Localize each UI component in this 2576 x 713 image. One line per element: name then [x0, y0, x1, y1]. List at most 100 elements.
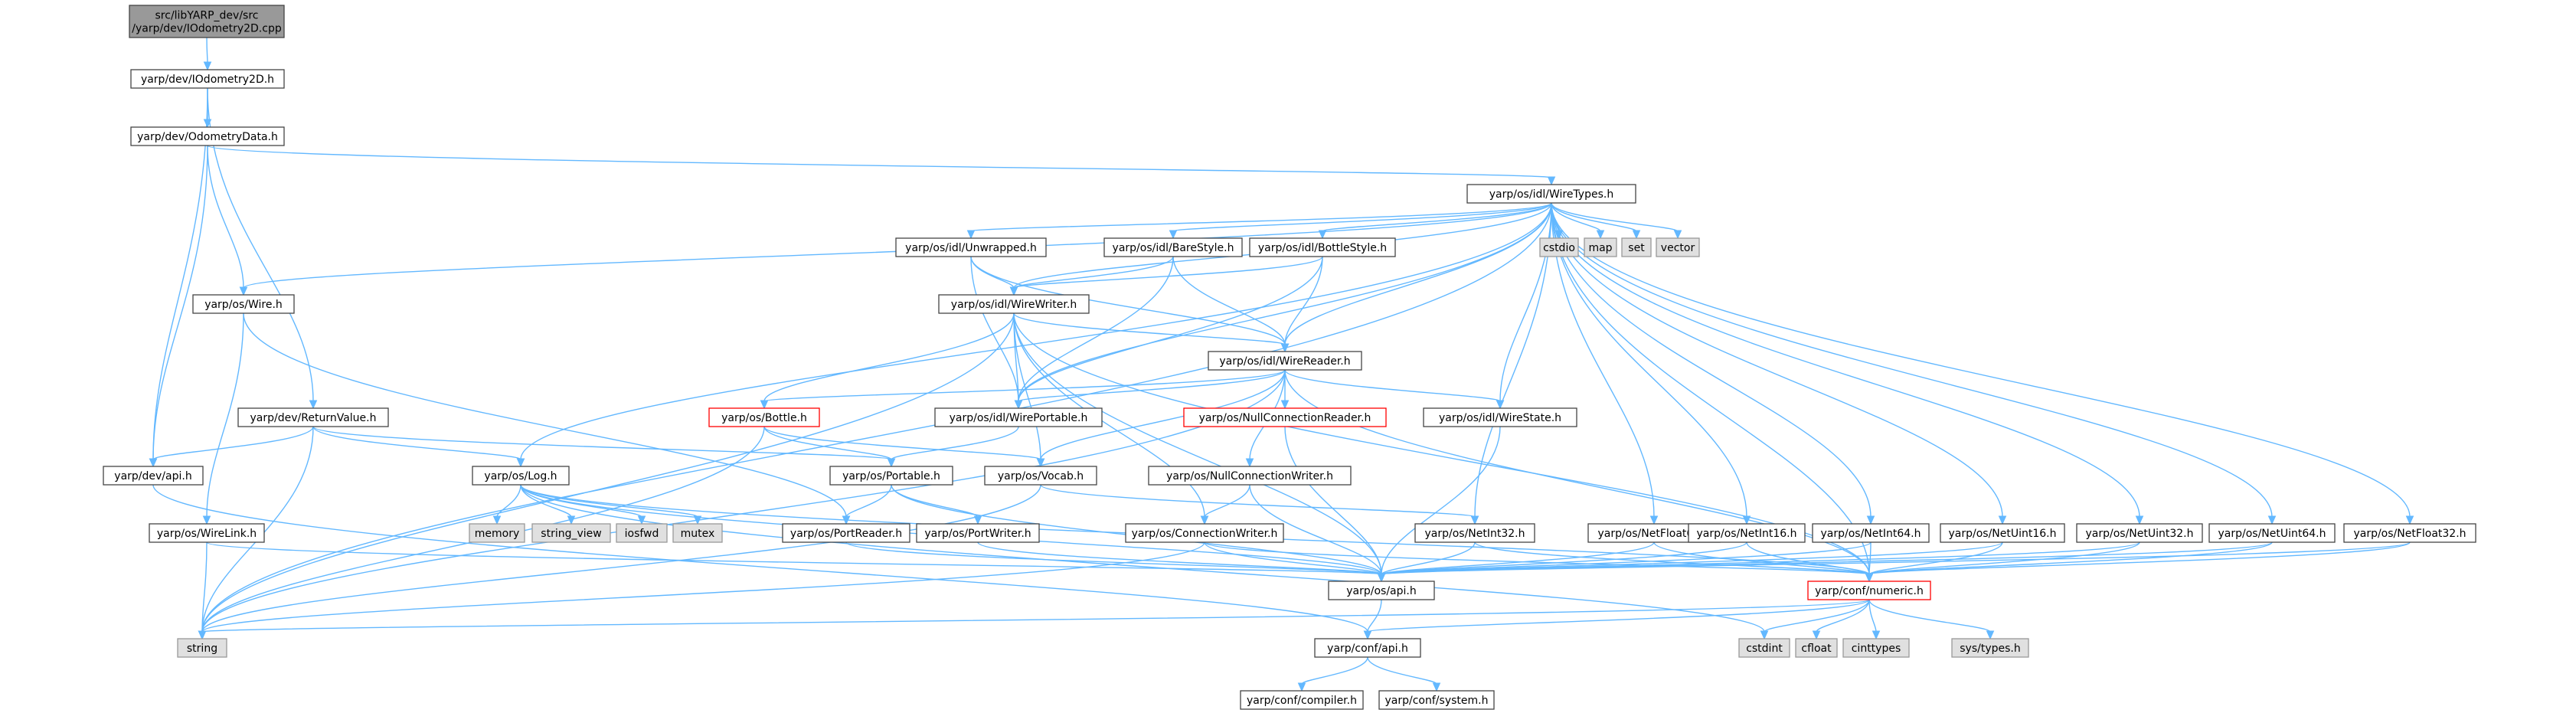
node-cinttypes-label: cinttypes [1852, 643, 1901, 655]
node-wire[interactable]: yarp/os/Wire.h [192, 294, 295, 314]
node-portreader[interactable]: yarp/os/PortReader.h [782, 523, 910, 543]
node-netfloat32[interactable]: yarp/os/NetFloat32.h [2343, 523, 2476, 543]
node-numeric[interactable]: yarp/conf/numeric.h [1807, 581, 1931, 600]
node-portwriter[interactable]: yarp/os/PortWriter.h [916, 523, 1040, 543]
edge-log-to-mutex [520, 484, 702, 525]
node-string_view-label: string_view [541, 528, 601, 540]
node-set-box [1621, 237, 1652, 257]
node-wiretypes[interactable]: yarp/os/idl/WireTypes.h [1466, 184, 1636, 204]
node-cfloat-label: cfloat [1801, 643, 1832, 655]
node-nullconnwriter-box [1148, 466, 1352, 486]
node-confapi-label: yarp/conf/api.h [1327, 643, 1408, 655]
node-system-label: yarp/conf/system.h [1385, 695, 1489, 707]
edge-confapi-to-compiler [1297, 656, 1368, 692]
node-netuint32-label: yarp/os/NetUint32.h [2085, 528, 2193, 540]
node-barestyle[interactable]: yarp/os/idl/BareStyle.h [1103, 237, 1243, 257]
edge-log-to-memory [492, 484, 521, 525]
node-portreader-box [782, 523, 910, 543]
edge-wiretypes-to-unwrapped [966, 202, 1552, 240]
node-portable[interactable]: yarp/os/Portable.h [829, 466, 953, 486]
node-iosfwd-label: iosfwd [625, 528, 659, 540]
node-portwriter-box [916, 523, 1040, 543]
node-cstdio-label: cstdio [1543, 242, 1575, 254]
node-portreader-label: yarp/os/PortReader.h [790, 528, 902, 540]
node-wirewriter[interactable]: yarp/os/idl/WireWriter.h [938, 294, 1090, 314]
edge-wiretypes-to-bottlestyle [1318, 202, 1552, 240]
node-wirelink-label: yarp/os/WireLink.h [157, 528, 257, 540]
edge-wiretypes-to-vector [1551, 202, 1682, 240]
node-unwrapped[interactable]: yarp/os/idl/Unwrapped.h [895, 237, 1047, 257]
node-wirelink[interactable]: yarp/os/WireLink.h [149, 523, 265, 543]
edge-numeric-to-cfloat [1812, 599, 1870, 640]
edge-returnvalue-to-log [312, 426, 525, 468]
node-set: set [1621, 237, 1652, 257]
edge-barestyle-to-wirereader [1172, 256, 1290, 353]
node-wireportable[interactable]: yarp/os/idl/WirePortable.h [934, 407, 1103, 427]
node-netint64[interactable]: yarp/os/NetInt64.h [1812, 523, 1930, 543]
node-vocab-label: yarp/os/Vocab.h [998, 470, 1084, 482]
node-connwriter-box [1125, 523, 1284, 543]
node-wire-label: yarp/os/Wire.h [204, 299, 283, 311]
edge-nullconnreader-to-osapi [1284, 426, 1386, 583]
node-wirestate-box [1423, 407, 1577, 427]
node-root[interactable]: src/libYARP_dev/src/yarp/dev/IOdometry2D… [129, 5, 285, 38]
edge-wireportable-to-portable [887, 426, 1019, 468]
node-bottle-label: yarp/os/Bottle.h [721, 412, 807, 424]
node-odometrydata[interactable]: yarp/dev/OdometryData.h [130, 126, 285, 146]
node-wirestate[interactable]: yarp/os/idl/WireState.h [1423, 407, 1577, 427]
node-compiler[interactable]: yarp/conf/compiler.h [1240, 690, 1364, 710]
node-vocab[interactable]: yarp/os/Vocab.h [984, 466, 1097, 486]
node-wirestate-label: yarp/os/idl/WireState.h [1439, 412, 1561, 424]
node-wireportable-label: yarp/os/idl/WirePortable.h [950, 412, 1088, 424]
node-compiler-box [1240, 690, 1364, 710]
node-netint32[interactable]: yarp/os/NetInt32.h [1414, 523, 1535, 543]
node-log-box [472, 466, 570, 486]
node-string-label: string [187, 643, 217, 655]
edge-portable-to-portwriter [891, 484, 982, 525]
node-devapi[interactable]: yarp/dev/api.h [103, 466, 204, 486]
node-osapi[interactable]: yarp/os/api.h [1328, 581, 1435, 600]
node-netuint64-label: yarp/os/NetUint64.h [2218, 528, 2326, 540]
node-bottlestyle[interactable]: yarp/os/idl/BottleStyle.h [1249, 237, 1396, 257]
node-systypes: sys/types.h [1951, 638, 2029, 658]
node-odometrydata-box [130, 126, 285, 146]
node-iodometry2d[interactable]: yarp/dev/IOdometry2D.h [130, 69, 285, 89]
edge-wiretypes-to-netfloat64 [1551, 202, 1659, 525]
node-nullconnwriter[interactable]: yarp/os/NullConnectionWriter.h [1148, 466, 1352, 486]
node-map-label: map [1588, 242, 1612, 254]
node-netint16-box [1688, 523, 1806, 543]
edge-wiretypes-to-netfloat32 [1551, 202, 2414, 525]
node-returnvalue[interactable]: yarp/dev/ReturnValue.h [237, 407, 389, 427]
node-wirereader-label: yarp/os/idl/WireReader.h [1219, 355, 1350, 368]
edge-nullconnwriter-to-connwriter [1200, 484, 1250, 525]
node-portable-box [829, 466, 953, 486]
edge-wiretypes-to-barestyle [1169, 202, 1552, 240]
node-wirereader[interactable]: yarp/os/idl/WireReader.h [1208, 351, 1362, 371]
node-cfloat: cfloat [1795, 638, 1838, 658]
node-nullconnreader[interactable]: yarp/os/NullConnectionReader.h [1183, 407, 1387, 427]
node-log[interactable]: yarp/os/Log.h [472, 466, 570, 486]
edge-wiretypes-to-netuint64 [1551, 202, 2277, 525]
node-root-box [129, 5, 285, 38]
node-unwrapped-box [895, 237, 1047, 257]
node-netint16[interactable]: yarp/os/NetInt16.h [1688, 523, 1806, 543]
node-bottle[interactable]: yarp/os/Bottle.h [708, 407, 820, 427]
edge-wire-to-wirelink [202, 312, 244, 525]
node-cinttypes-box [1842, 638, 1910, 658]
node-netuint32[interactable]: yarp/os/NetUint32.h [2076, 523, 2203, 543]
node-iodometry2d-label: yarp/dev/IOdometry2D.h [141, 74, 274, 86]
node-confapi[interactable]: yarp/conf/api.h [1314, 638, 1421, 658]
node-netuint64-box [2208, 523, 2336, 543]
node-bottlestyle-label: yarp/os/idl/BottleStyle.h [1258, 242, 1387, 254]
edge-numeric-to-cstdint [1760, 599, 1870, 640]
node-layer: src/libYARP_dev/src/yarp/dev/IOdometry2D… [103, 5, 2476, 710]
node-netuint32-box [2076, 523, 2203, 543]
node-barestyle-box [1103, 237, 1243, 257]
node-netuint16[interactable]: yarp/os/NetUint16.h [1940, 523, 2065, 543]
node-system[interactable]: yarp/conf/system.h [1378, 690, 1495, 710]
node-string_view-box [531, 523, 611, 543]
node-connwriter[interactable]: yarp/os/ConnectionWriter.h [1125, 523, 1284, 543]
node-netuint64[interactable]: yarp/os/NetUint64.h [2208, 523, 2336, 543]
node-numeric-label: yarp/conf/numeric.h [1815, 585, 1924, 597]
node-mutex: mutex [672, 523, 723, 543]
